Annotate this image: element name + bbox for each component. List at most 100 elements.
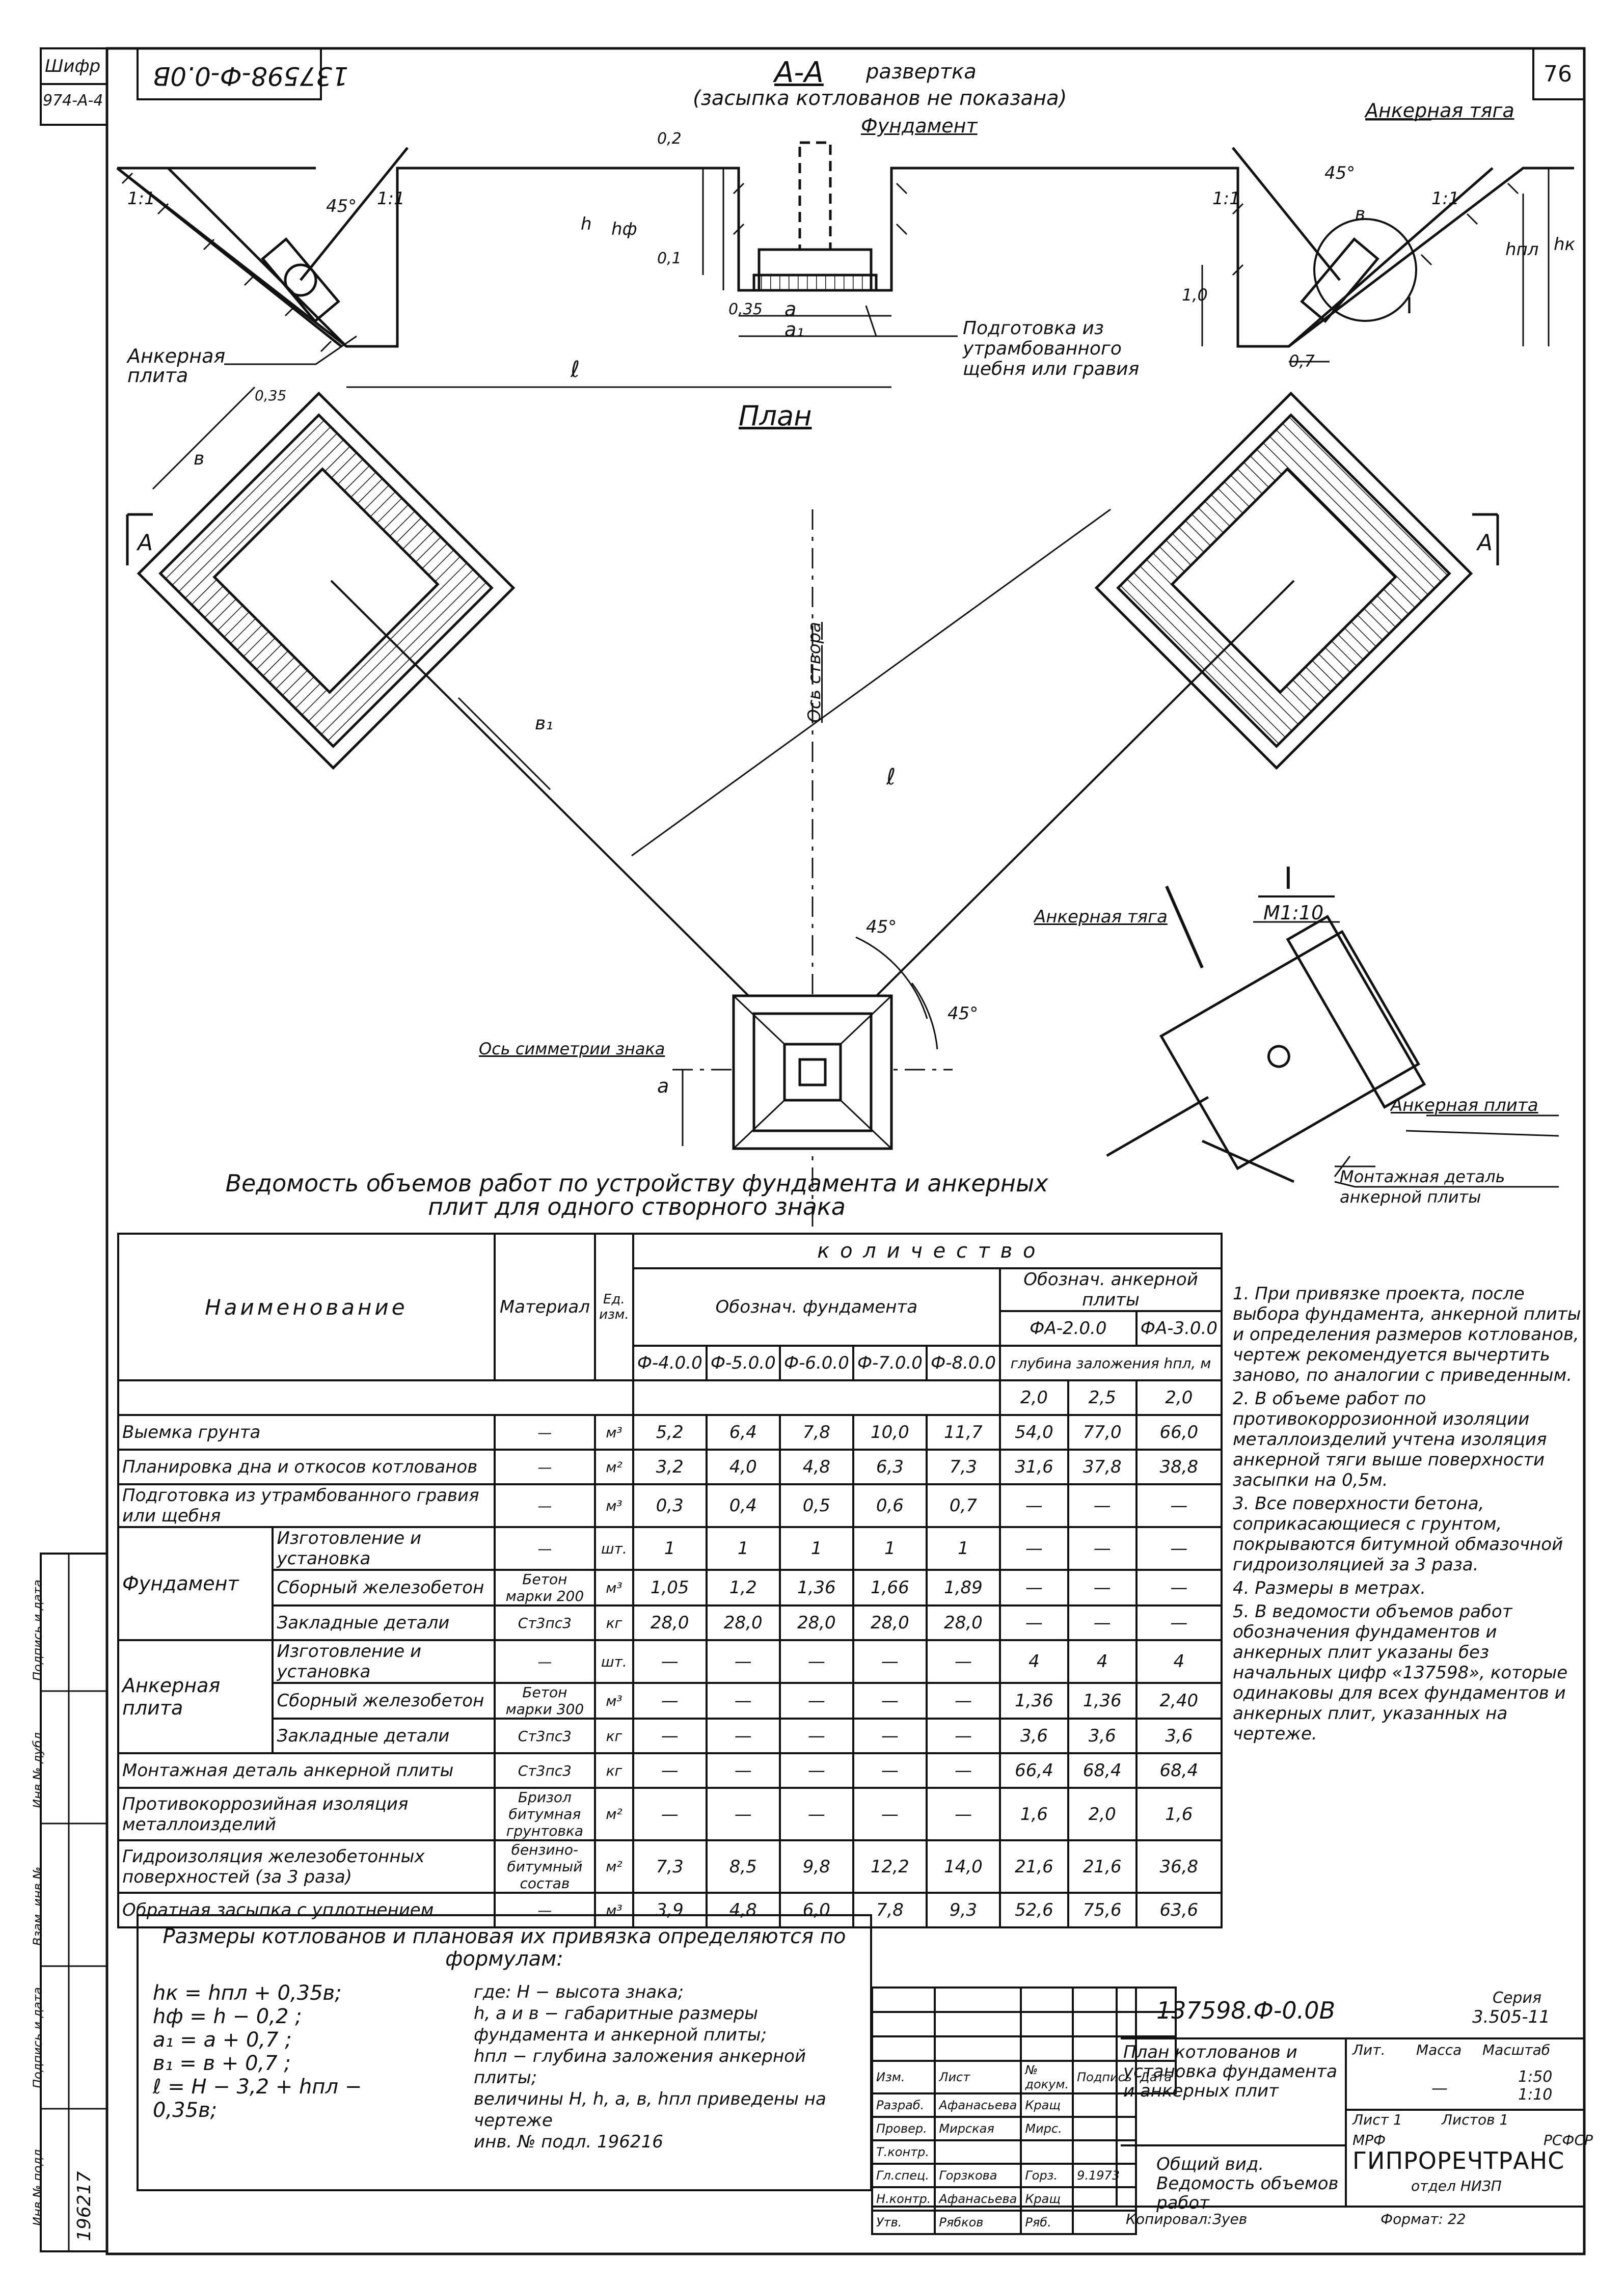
volumes-cell-value: 6,3	[852, 1449, 928, 1485]
tb-dept: отдел НИЗП	[1411, 2178, 1502, 2194]
volumes-cell-material: Бризол битумная грунтовка	[493, 1787, 597, 1841]
volumes-cell-unit: кг	[594, 1718, 634, 1754]
volumes-cell-unit: м³	[594, 1414, 634, 1451]
volumes-cell-value: 0,5	[778, 1483, 854, 1528]
note-2: 2. В объеме работ по противокоррозионной…	[1233, 1389, 1547, 1490]
formula-hk: hк = hпл + 0,35в;	[153, 1981, 342, 2005]
volumes-cell-value: —	[705, 1718, 781, 1754]
volumes-cell-value: —	[999, 1526, 1069, 1571]
title-role-cell: 9.1973	[1072, 2163, 1138, 2188]
tb-sheets: Листов 1	[1442, 2111, 1509, 2128]
volumes-cell-name: Подготовка из утрамбованного гравия или …	[117, 1483, 496, 1528]
volumes-cell-value: 6,4	[705, 1414, 781, 1451]
volumes-cell-value: 14,0	[925, 1839, 1002, 1894]
plan-a: a	[657, 1075, 669, 1097]
title-role-cell: Рябков	[934, 2210, 1022, 2235]
volumes-cell-value: 7,3	[925, 1449, 1002, 1485]
title-role-cell: Изм.	[871, 2060, 936, 2094]
volumes-cell-name: Закладные детали	[272, 1718, 496, 1754]
title-role-cell: Ряб.	[1020, 2210, 1074, 2235]
volumes-cell-value: 1,36	[778, 1569, 854, 1607]
volumes-cell-value: —	[1135, 1569, 1223, 1607]
volumes-cell-name: Планировка дна и откосов котлованов	[117, 1449, 496, 1485]
title-role-cell: Т.контр.	[871, 2139, 936, 2165]
volumes-cell-material: —	[493, 1414, 597, 1451]
volumes-cell-value: 63,6	[1135, 1892, 1223, 1928]
title-role-cell: Провер.	[871, 2116, 936, 2141]
volumes-cell-value: 31,6	[999, 1449, 1069, 1485]
tb-name: План котлованов и установка фундамента и…	[1123, 2042, 1337, 2101]
volumes-cell-value: 3,6	[1067, 1718, 1138, 1754]
plan-035: 0,35	[255, 387, 287, 404]
section-subtitle: развертка	[866, 60, 977, 84]
title-role-cell	[934, 2139, 1022, 2165]
side-label-3: Инв.№ дубл.	[31, 1728, 45, 1808]
volumes-cell-value: 12,2	[852, 1839, 928, 1894]
volumes-cell-value: 7,8	[852, 1892, 928, 1928]
volumes-cell-value: —	[852, 1752, 928, 1789]
volumes-header-row-2: Обознач. фундамента Обознач. анкерной пл…	[118, 1267, 1223, 1347]
detail-title: I	[1284, 861, 1293, 896]
col-d20a: 2,0	[999, 1379, 1069, 1416]
title-role-row: Т.контр.	[871, 2139, 1176, 2165]
volumes-cell-value: 2,0	[1067, 1787, 1138, 1841]
volumes-header-row-3: ФА-2.0.0 ФА-3.0.0	[118, 1310, 1223, 1347]
volumes-table: Наименование Материал Ед. изм. к о л и ч…	[117, 1233, 1223, 1928]
volumes-cell-value: 3,2	[632, 1449, 708, 1485]
volumes-cell-unit: м³	[594, 1892, 634, 1928]
volumes-cell-value: —	[852, 1718, 928, 1754]
tb-format: Формат: 22	[1381, 2211, 1466, 2227]
header-material: Материал	[493, 1233, 597, 1381]
formulas-right: где: H − высота знака; h, a и в − габари…	[474, 1981, 861, 2153]
volumes-cell-unit: кг	[594, 1752, 634, 1789]
volumes-cell-value: 3,6	[999, 1718, 1069, 1754]
volumes-row: Гидроизоляция железобетонных поверхносте…	[117, 1839, 1223, 1894]
header-fa30: ФА-3.0.0	[1135, 1310, 1223, 1347]
volumes-cell-value: 9,3	[925, 1892, 1002, 1928]
volumes-cell-material: Ст3пс3	[493, 1752, 597, 1789]
volumes-cell-value: —	[705, 1639, 781, 1684]
section-note: (засыпка котлованов не показана)	[693, 87, 1067, 110]
section-mark-left: А	[138, 530, 153, 556]
volumes-cell-value: 7,8	[778, 1414, 854, 1451]
volumes-cell-name: Выемка грунта	[117, 1414, 496, 1451]
tb-org1: МРФ	[1352, 2132, 1386, 2148]
formulas-title: Размеры котлованов и плановая их привязк…	[163, 1925, 846, 1971]
symmetry-label: Ось симметрии знака	[479, 1039, 665, 1058]
volumes-cell-value: 1	[925, 1526, 1002, 1571]
volumes-group: Фундамент	[117, 1526, 274, 1641]
volumes-cell-value: 28,0	[778, 1604, 854, 1641]
volumes-cell-value: 5,2	[632, 1414, 708, 1451]
title-role-cell: Разраб.	[871, 2092, 936, 2118]
shifr-label: Шифр	[45, 56, 101, 76]
col-f4: Ф-4.0.0	[632, 1345, 708, 1381]
volumes-cell-material: —	[493, 1483, 597, 1528]
volumes-cell-value: 4	[1135, 1639, 1223, 1684]
title-role-cell: Кращ	[1020, 2092, 1074, 2118]
volumes-cell-value: 9,8	[778, 1839, 854, 1894]
volumes-cell-value: —	[632, 1752, 708, 1789]
volumes-cell-value: 38,8	[1135, 1449, 1223, 1485]
volumes-cell-value: —	[1067, 1604, 1138, 1641]
dim-slope-left2: 1:1	[377, 188, 405, 209]
volumes-cell-value: 28,0	[632, 1604, 708, 1641]
title-role-cell	[1020, 2139, 1074, 2165]
volumes-cell-value: 2,40	[1135, 1682, 1223, 1720]
volumes-cell-material: Ст3пс3	[493, 1718, 597, 1754]
volumes-cell-name: Сборный железобетон	[272, 1569, 496, 1607]
title-role-cell: Утв.	[871, 2210, 936, 2235]
note-1: 1. При привязке проекта, после выбора фу…	[1233, 1284, 1581, 1385]
tb-series: 3.505-11	[1472, 2007, 1550, 2027]
dim-02: 0,2	[657, 130, 682, 148]
volumes-cell-material: —	[493, 1449, 597, 1485]
volumes-cell-value: —	[1135, 1483, 1223, 1528]
dim-slope-right2: 1:1	[1431, 188, 1459, 209]
volumes-cell-material: —	[493, 1639, 597, 1684]
volumes-cell-value: 1,6	[999, 1787, 1069, 1841]
